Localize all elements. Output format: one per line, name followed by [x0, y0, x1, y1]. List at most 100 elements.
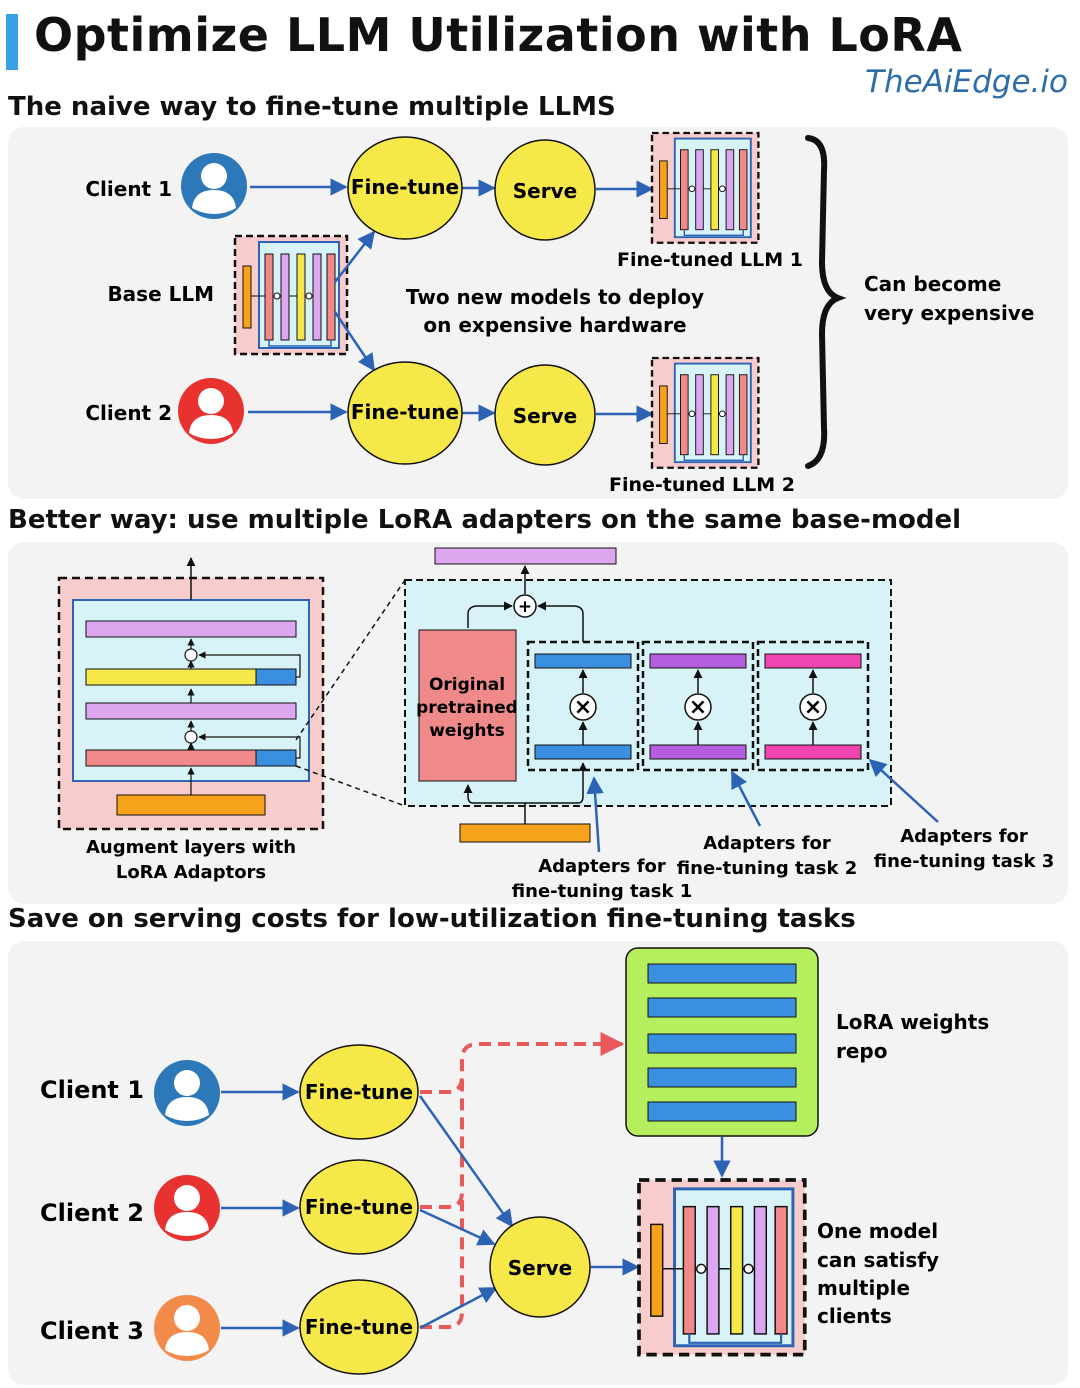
- section1-title: The naive way to fine-tune multiple LLMS: [8, 92, 616, 122]
- s2-left-lora-b: [255, 749, 297, 767]
- s1-finetune2-label: Fine-tune: [351, 400, 459, 424]
- s3-client3-user-icon: [154, 1295, 220, 1361]
- s1-llm1-label: Fine-tuned LLM 1: [617, 249, 803, 271]
- s1-arrow-base-finetune1: [334, 230, 376, 283]
- s2-original-weights: [418, 629, 517, 782]
- s2-left-input-bar: [116, 794, 266, 816]
- page-title: Optimize LLM Utilization with LoRA: [34, 8, 963, 62]
- s1-serve2-node: [494, 364, 596, 466]
- s2-augment-line1: Augment layers with: [86, 837, 296, 858]
- s2-adapter-task3: ×: [756, 640, 870, 772]
- s1-arrow-base-finetune2: [333, 311, 376, 372]
- s3-client2-label: Client 2: [40, 1199, 144, 1227]
- s2-multiply-node3-icon: [799, 693, 827, 721]
- s1-brace-icon: [805, 135, 847, 469]
- s2-left-bar-top: [85, 620, 297, 638]
- s3-serve-label: Serve: [508, 1256, 572, 1280]
- s1-llm1-icon: [650, 131, 760, 244]
- svg-text:×: ×: [689, 695, 707, 720]
- s3-shared-model-icon: [637, 1178, 807, 1357]
- s3-finetune2-label: Fine-tune: [305, 1195, 413, 1219]
- s3-one-line2: can satisfy: [817, 1248, 939, 1272]
- s2-task3-line1: Adapters for: [900, 826, 1028, 847]
- s2-pointer-task3: [868, 758, 939, 823]
- s3-finetune2-node: [299, 1159, 419, 1255]
- s2-plus-glyph: +: [518, 597, 532, 617]
- s1-llm2-icon: [650, 356, 760, 469]
- s2-left-lora-a: [255, 668, 297, 686]
- s1-cost-line2: very expensive: [864, 301, 1034, 325]
- svg-text:×: ×: [574, 695, 592, 720]
- s3-serve-node: [489, 1216, 591, 1318]
- s1-finetune1-node: [347, 136, 463, 240]
- s2-plus-node-icon: [513, 594, 537, 618]
- s2-multiply-node1-icon: [569, 693, 597, 721]
- s2-task2-line1: Adapters for: [703, 833, 831, 854]
- s3-repo-weight-4: [647, 1067, 797, 1088]
- s3-finetune3-label: Fine-tune: [305, 1315, 413, 1339]
- svg-text:×: ×: [804, 695, 822, 720]
- s1-client1-label: Client 1: [85, 177, 172, 201]
- s3-arrow-ft2-serve: [419, 1208, 496, 1246]
- s3-arrow-ft3-serve: [419, 1286, 498, 1330]
- s1-cost-line1: Can become: [864, 272, 1001, 296]
- s2-left-bar-mid: [85, 702, 297, 720]
- s3-repo-weight-5: [647, 1101, 797, 1122]
- s3-dashed-to-repo: [420, 1032, 625, 1094]
- s2-pointer-task1: [586, 776, 604, 853]
- s3-repo-weight-3: [647, 1033, 797, 1054]
- s3-arrow-ft1-serve: [418, 1095, 514, 1228]
- s1-llm2-label: Fine-tuned LLM 2: [609, 474, 795, 496]
- section2-title: Better way: use multiple LoRA adapters o…: [8, 505, 962, 535]
- s2-task1-line1: Adapters for: [538, 856, 666, 877]
- s3-client1-label: Client 1: [40, 1076, 144, 1104]
- s2-input-bar: [459, 823, 591, 843]
- s2-task3-line2: fine-tuning task 3: [874, 851, 1054, 872]
- s2-left-plus-node2-icon: [184, 730, 198, 744]
- s3-client1-user-icon: [154, 1060, 220, 1126]
- s3-repo-weight-2: [647, 997, 797, 1018]
- s2-orig-line2: pretrained: [416, 698, 518, 718]
- s1-finetune2-node: [347, 361, 463, 465]
- s2-task1-line2: fine-tuning task 1: [512, 881, 692, 902]
- s3-client3-label: Client 3: [40, 1317, 144, 1345]
- s2-adapter-task2: ×: [641, 640, 755, 772]
- s2-left-bar-yellow: [85, 668, 257, 686]
- s3-client2-user-icon: [154, 1175, 220, 1241]
- brand-label: TheAiEdge.io: [865, 64, 1068, 100]
- s2-pointer-task2: [730, 770, 762, 827]
- s1-serve1-node: [494, 139, 596, 241]
- s1-base-llm-label: Base LLM: [107, 282, 214, 306]
- s1-serve1-label: Serve: [513, 179, 577, 203]
- s3-repo-line1: LoRA weights: [836, 1010, 989, 1034]
- s2-left-bar-salmon: [85, 749, 257, 767]
- s1-note-line2: on expensive hardware: [423, 313, 686, 337]
- s1-serve2-label: Serve: [513, 404, 577, 428]
- section3-title: Save on serving costs for low-utilizatio…: [8, 904, 856, 934]
- s2-augment-line2: LoRA Adaptors: [116, 862, 266, 883]
- s1-note-line1: Two new models to deploy: [406, 285, 704, 309]
- s2-left-plus-node-icon: [184, 648, 198, 662]
- s3-one-line4: clients: [817, 1304, 892, 1328]
- s2-orig-line3: weights: [429, 721, 505, 741]
- s1-client2-label: Client 2: [85, 401, 172, 425]
- s1-client2-user-icon: [178, 378, 244, 444]
- s1-client1-user-icon: [181, 153, 247, 219]
- s2-orig-line1: Original: [429, 675, 505, 695]
- s3-one-line3: multiple: [817, 1276, 910, 1300]
- s3-repo-weight-1: [647, 963, 797, 984]
- s3-finetune3-node: [299, 1279, 419, 1375]
- s2-task2-line2: fine-tuning task 2: [677, 858, 857, 879]
- s1-base-llm-icon: [233, 234, 349, 356]
- s3-repo-line2: repo: [836, 1039, 887, 1063]
- s3-one-line1: One model: [817, 1219, 938, 1243]
- s3-finetune1-node: [299, 1044, 419, 1140]
- s3-dashed-ft3: [420, 1200, 464, 1329]
- s3-dashed-ft2: [420, 1080, 464, 1209]
- s1-finetune1-label: Fine-tune: [351, 175, 459, 199]
- s2-output-bar: [434, 547, 617, 565]
- title-accent-bar: [6, 14, 18, 70]
- s3-finetune1-label: Fine-tune: [305, 1080, 413, 1104]
- s2-multiply-node2-icon: [684, 693, 712, 721]
